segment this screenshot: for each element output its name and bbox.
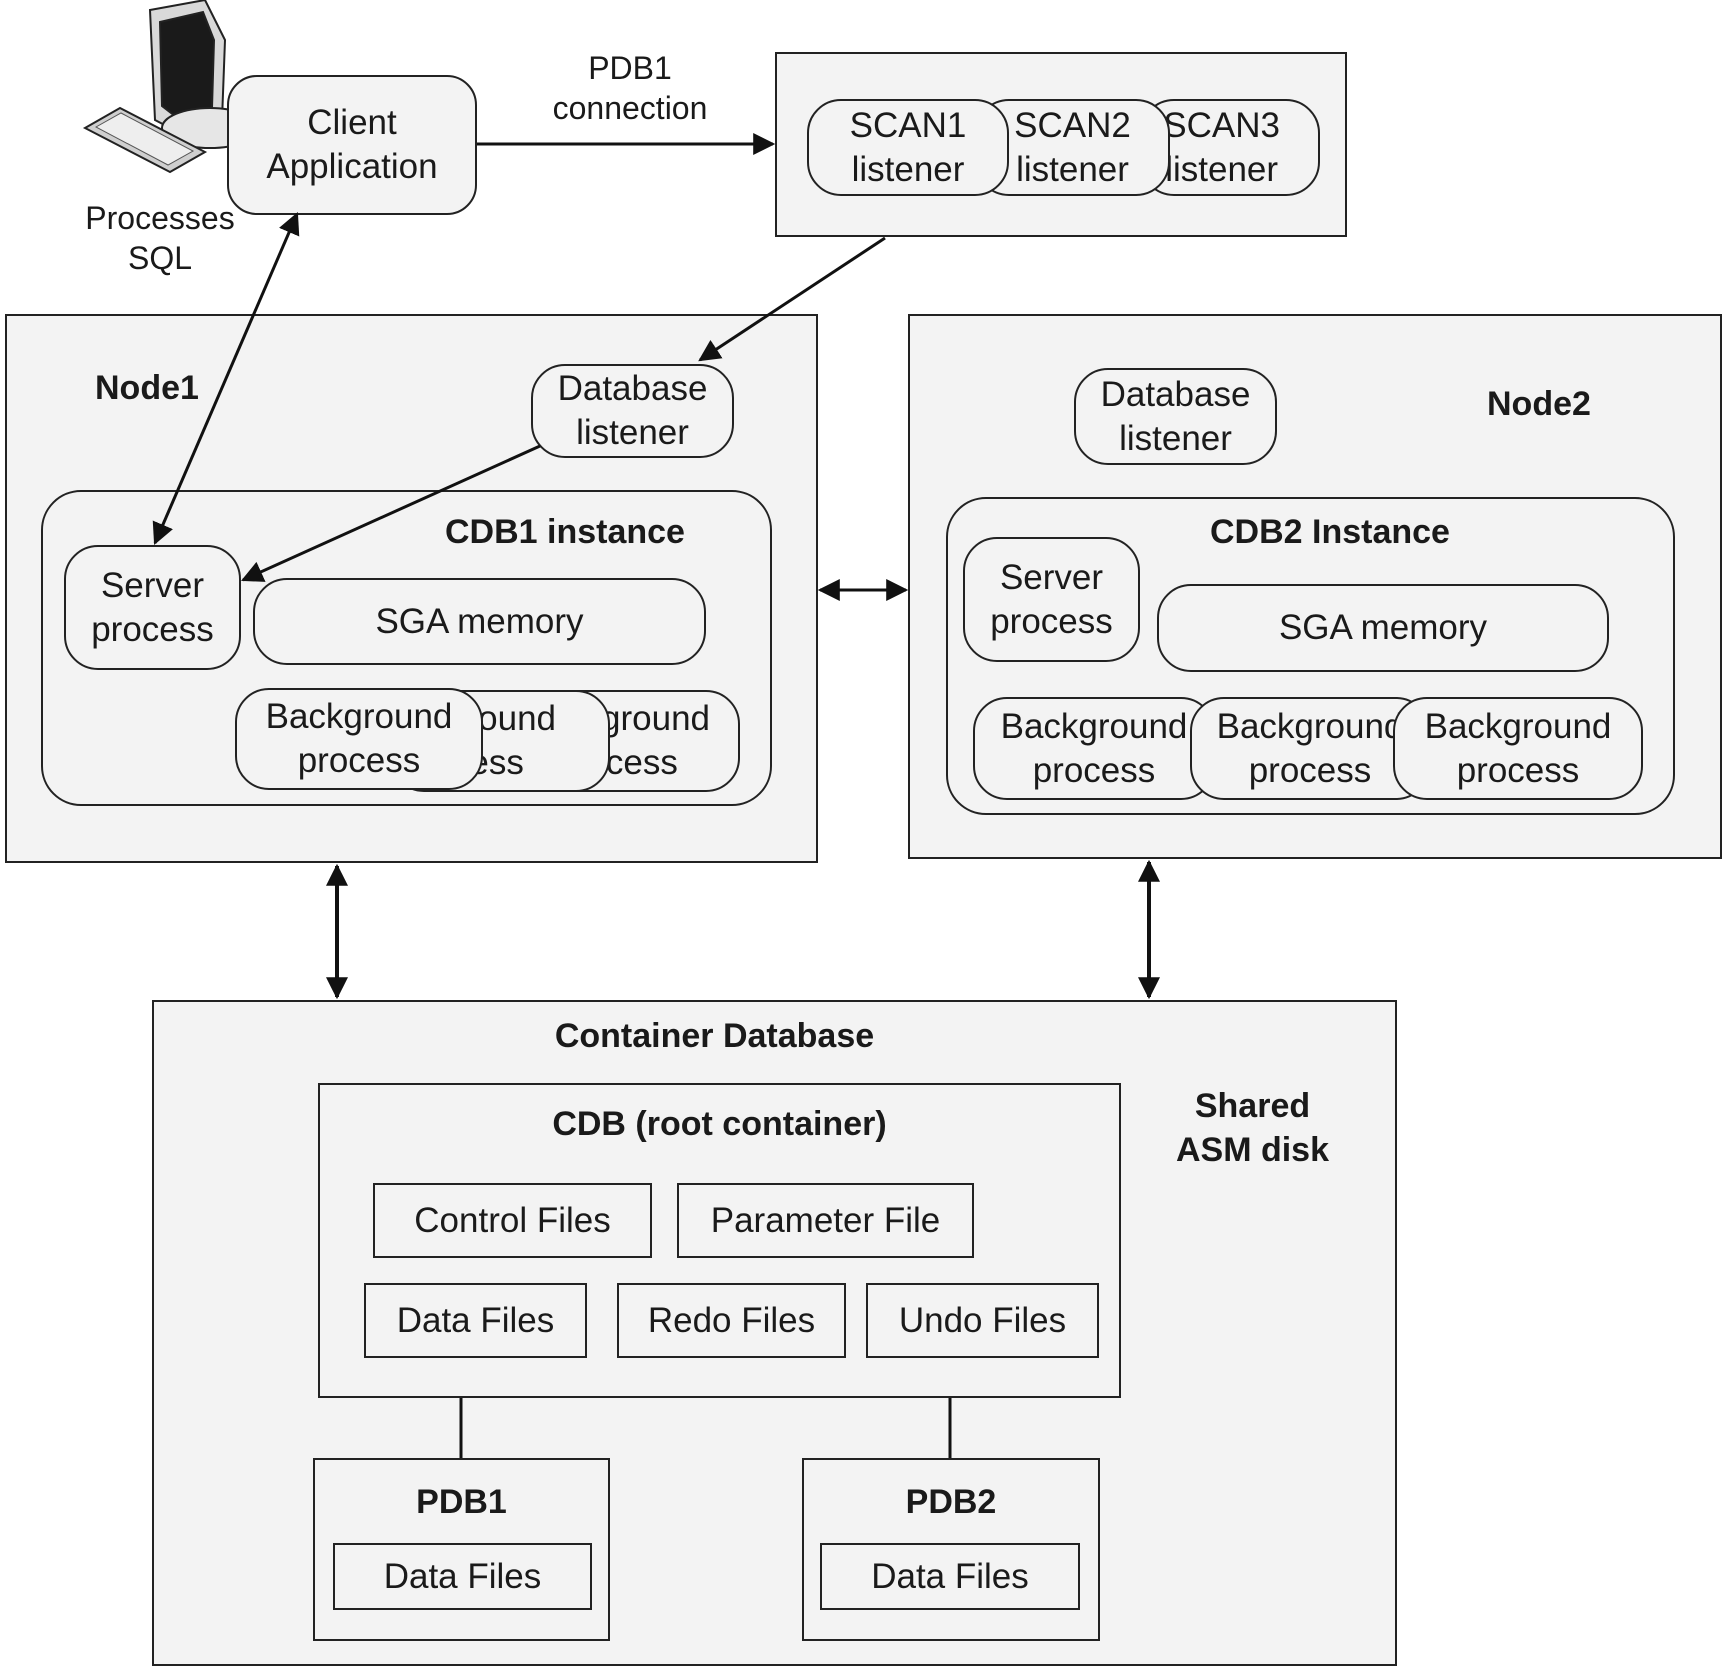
node1-database-listener: Database listener	[531, 364, 734, 458]
client-application-box: Client Application	[227, 75, 477, 215]
node1-background-process-1: Background process	[235, 688, 483, 790]
undo-files-box: Undo Files	[866, 1283, 1099, 1358]
node2-sga-memory: SGA memory	[1157, 584, 1609, 672]
cdb1-instance-title: CDB1 instance	[445, 513, 685, 551]
pdb2-title: PDB2	[905, 1483, 997, 1521]
cdb-root-container-title: CDB (root container)	[552, 1105, 887, 1143]
node2-title: Node2	[1487, 385, 1591, 423]
arrow-client-server-process	[152, 211, 300, 546]
container-database-title: Container Database	[554, 1017, 875, 1055]
pdb1-data-files-box: Data Files	[333, 1543, 592, 1610]
arrow-scan-to-listener	[698, 236, 886, 362]
parameter-file-box: Parameter File	[677, 1183, 974, 1258]
redo-files-box: Redo Files	[617, 1283, 846, 1358]
node2-background-process-2: Background process	[1190, 697, 1430, 800]
pdb2-data-files-box: Data Files	[820, 1543, 1080, 1610]
client-application-label: Client Application	[266, 103, 438, 186]
node2-server-process: Server process	[963, 537, 1140, 662]
shared-asm-disk-label: Shared ASM disk	[1175, 1087, 1330, 1169]
node2-background-process-3: Background process	[1393, 697, 1643, 800]
node2-background-process-1: Background process	[973, 697, 1215, 800]
cdb2-instance-title: CDB2 Instance	[1210, 513, 1450, 551]
data-files-box: Data Files	[364, 1283, 587, 1358]
node1-sga-memory: SGA memory	[253, 578, 706, 665]
scan1-listener: SCAN1 listener	[807, 99, 1009, 196]
pdb1-title: PDB1	[416, 1483, 507, 1521]
node2-database-listener: Database listener	[1074, 368, 1277, 465]
control-files-box: Control Files	[373, 1183, 652, 1258]
arrow-listener-to-server	[240, 444, 541, 582]
scan3-listener: SCAN3 listener	[1140, 99, 1320, 196]
pdb1-connection-label: PDB1 connection	[552, 50, 708, 126]
node1-server-process: Server process	[64, 545, 241, 670]
